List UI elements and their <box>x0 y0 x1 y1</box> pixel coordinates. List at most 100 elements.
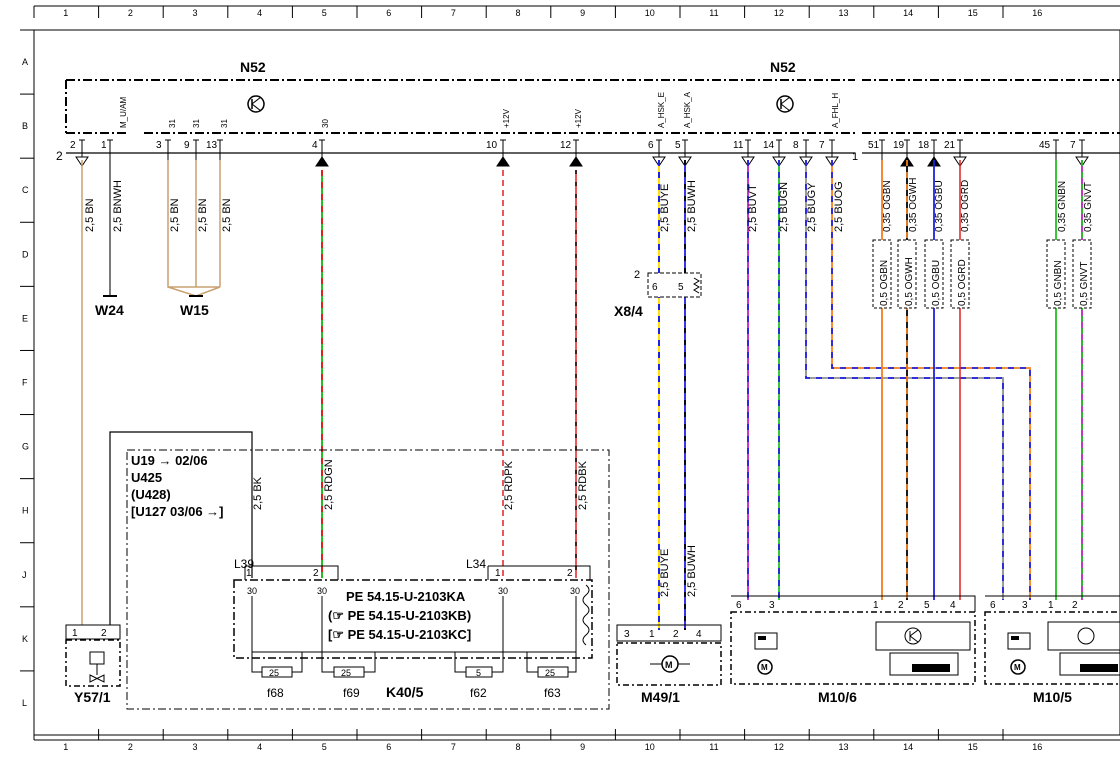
column-number: 16 <box>1032 742 1042 752</box>
svg-text:2: 2 <box>1072 600 1078 611</box>
svg-text:2: 2 <box>634 269 640 281</box>
column-number: 15 <box>968 8 978 18</box>
column-number: 11 <box>709 8 718 18</box>
arrow-up-icon <box>569 156 583 167</box>
wire-label: 2,5 BUOG <box>833 181 845 232</box>
pin-label: 45 <box>1039 140 1051 151</box>
pin-num: 30 <box>570 586 580 596</box>
n52-housing <box>65 79 855 134</box>
wire-bn-bundle <box>167 160 221 297</box>
pin-num: 30 <box>247 586 257 596</box>
column-number: 14 <box>903 742 913 752</box>
fuse-bridge <box>244 565 591 580</box>
column-number: 4 <box>257 8 262 18</box>
column-number: 1 <box>63 742 68 752</box>
pin-label: 6 <box>648 140 654 151</box>
pin-label: 10 <box>486 140 498 151</box>
pin-label: 19 <box>893 140 905 151</box>
signal-label: A_HSK_E <box>657 92 666 128</box>
pin-terminal <box>107 139 113 160</box>
door-module-icon: 6 3 1 2 M <box>984 595 1120 685</box>
wire-label: 2,5 BN <box>84 198 96 232</box>
svg-text:M: M <box>761 663 768 672</box>
wire-label: 2,5 BN <box>197 198 209 232</box>
svg-text:1: 1 <box>72 628 78 639</box>
signal-label: +12V <box>574 108 583 128</box>
column-number: 10 <box>645 742 655 752</box>
svg-text:6: 6 <box>652 282 658 293</box>
pin-label: 3 <box>156 140 162 151</box>
column-number: 12 <box>774 742 784 752</box>
pin-label: 18 <box>918 140 930 151</box>
row-letter: L <box>22 698 27 708</box>
column-number: 13 <box>839 8 849 18</box>
wire-label: 2,5 BNWH <box>112 180 124 232</box>
signal-label: 31 <box>192 119 201 128</box>
wire-label: 0,35 OGBN <box>882 180 893 232</box>
fuse-f68: 25 <box>251 648 303 678</box>
column-number: 1 <box>63 8 68 18</box>
svg-text:25: 25 <box>545 668 555 678</box>
arrow-up-icon <box>315 156 329 167</box>
signal-label: 31 <box>220 119 229 128</box>
pin-label: 11 <box>733 140 744 151</box>
pe-ref-c: [☞ PE 54.15-U-2103KC] <box>328 627 471 642</box>
pin-label: 9 <box>184 140 190 151</box>
column-number: 7 <box>451 742 456 752</box>
wire-bugy-stripe <box>805 160 1004 600</box>
w15-label: W15 <box>180 302 209 318</box>
pin-label: 8 <box>793 140 799 151</box>
svg-text:M: M <box>665 660 673 670</box>
fuse-f69: 25 <box>321 648 376 678</box>
fuse-label: f69 <box>343 686 360 700</box>
k40-note-u425: U425 <box>131 470 162 485</box>
pin-label: 14 <box>763 140 775 151</box>
transistor-icon <box>247 95 265 113</box>
row-letter: H <box>22 506 29 516</box>
wire-label: 0,35 OGWH <box>908 178 919 232</box>
m10-6-label: M10/6 <box>818 689 857 705</box>
fuse-busbar <box>251 596 577 653</box>
pin-label: 7 <box>1070 140 1076 151</box>
column-number: 8 <box>516 8 521 18</box>
n52-label-right: N52 <box>770 59 796 75</box>
w24-label: W24 <box>95 302 124 318</box>
column-number: 10 <box>645 8 655 18</box>
k40-5-label: K40/5 <box>386 684 424 700</box>
svg-text:3: 3 <box>769 600 775 611</box>
pe-ref-a: PE 54.15-U-2103KA <box>346 589 466 604</box>
svg-text:3: 3 <box>1022 600 1028 611</box>
row-letter: B <box>22 121 28 131</box>
n52-label-left: N52 <box>240 59 266 75</box>
wire-transition-boxes <box>872 239 1092 309</box>
svg-text:M: M <box>1014 663 1021 672</box>
wire-label: 2,5 BN <box>221 198 233 232</box>
row-letter: A <box>22 57 28 67</box>
solenoid-valve-icon: 1 2 <box>65 624 121 687</box>
wire-buog-stripe <box>831 160 1031 600</box>
wire-bk <box>109 431 253 625</box>
wire-label: 0,35 OGRD <box>960 180 971 232</box>
k40-5-housing <box>126 449 610 710</box>
wire-label: 0,5 GNVT <box>1079 262 1090 306</box>
pin-terminal <box>193 139 199 160</box>
signal-label: M_U/AM <box>119 97 128 128</box>
pin-num: 2 <box>567 568 573 579</box>
wire-label: 2,5 BUYE <box>659 184 671 232</box>
column-number: 9 <box>580 742 585 752</box>
svg-text:2: 2 <box>898 600 904 611</box>
column-number: 5 <box>322 8 327 18</box>
pin-terminal <box>1053 139 1059 160</box>
fuse-label: f68 <box>267 686 284 700</box>
pin-terminal <box>879 139 885 160</box>
svg-text:3: 3 <box>624 629 630 640</box>
k40-note-u127: [U127 03/06 →] <box>131 504 224 519</box>
column-number: 7 <box>451 8 456 18</box>
pin-num: 30 <box>498 586 508 596</box>
column-number: 9 <box>580 8 585 18</box>
fuse-f63: 25 <box>526 648 577 678</box>
column-number: 6 <box>386 742 391 752</box>
column-number: 11 <box>709 742 718 752</box>
pe-ref-b: (☞ PE 54.15-U-2103KB) <box>328 608 471 623</box>
